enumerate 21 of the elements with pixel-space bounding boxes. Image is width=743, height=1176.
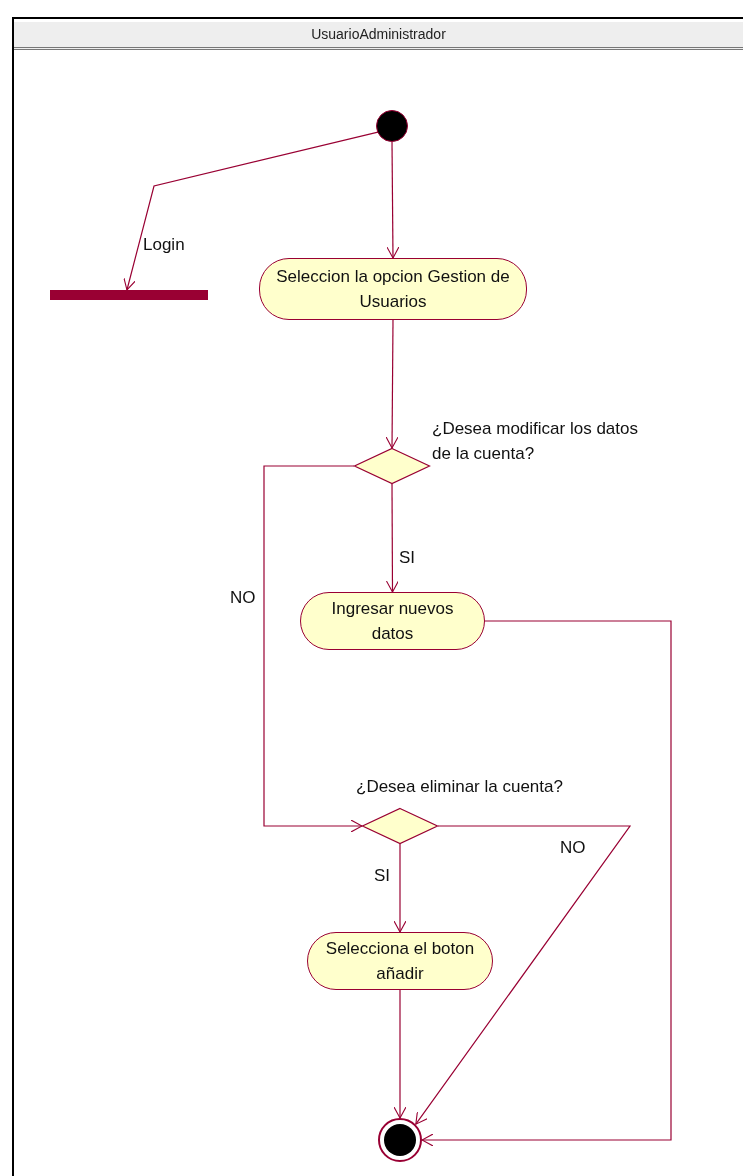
arrow xyxy=(415,825,632,1125)
decision-question: ¿Desea eliminar la cuenta? xyxy=(356,776,564,798)
arrow xyxy=(386,141,400,259)
arrow xyxy=(393,989,407,1119)
swimlane-header: UsuarioAdministrador xyxy=(14,22,743,50)
final-node xyxy=(378,1118,422,1162)
arrow xyxy=(393,843,407,933)
decision-diamond xyxy=(362,808,438,844)
edge-label: Login xyxy=(143,235,185,255)
activity-box: Selecciona el boton añadir xyxy=(307,932,493,990)
swimlane xyxy=(12,17,743,1176)
activity-box: Seleccion la opcion Gestion de Usuarios xyxy=(259,258,527,320)
arrow xyxy=(385,483,399,593)
activity-box: Ingresar nuevos datos xyxy=(300,592,485,650)
arrow xyxy=(421,620,672,1147)
arrow xyxy=(263,465,363,833)
decision-diamond xyxy=(354,448,430,484)
decision-question: ¿Desea modificar los datos de la cuenta? xyxy=(432,418,639,465)
initial-node xyxy=(376,110,408,142)
arrow xyxy=(385,319,399,449)
sync-bar xyxy=(50,290,208,300)
